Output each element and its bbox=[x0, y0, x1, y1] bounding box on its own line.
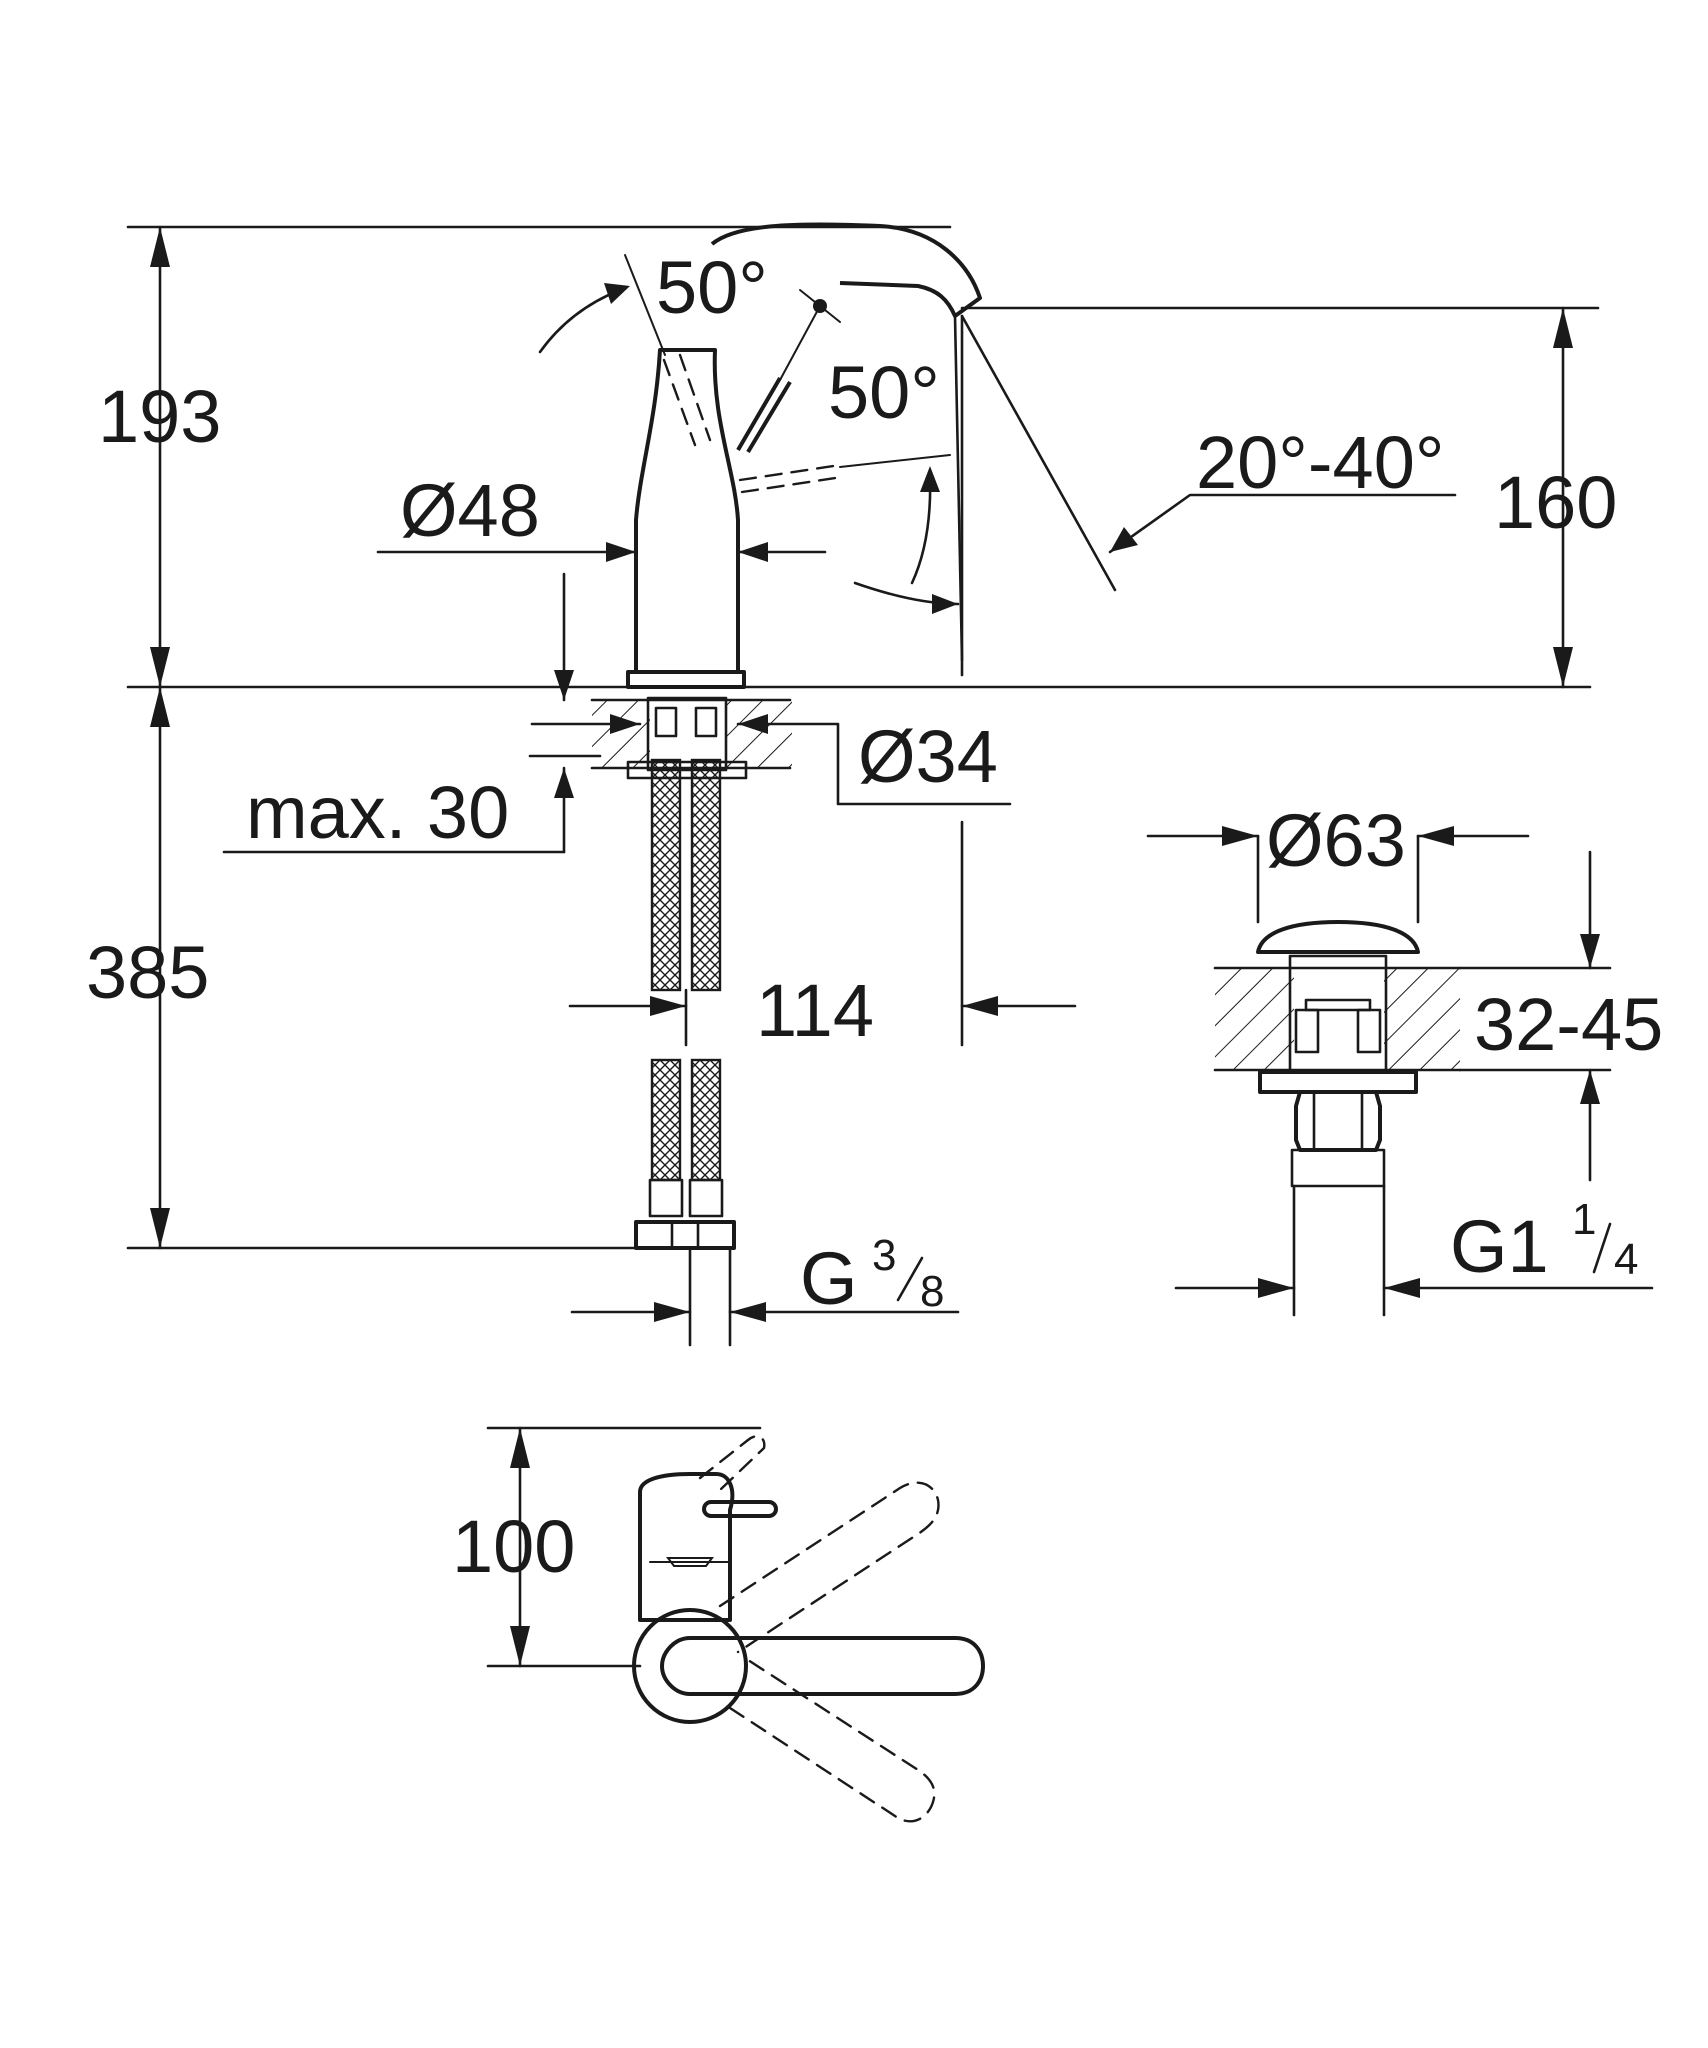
svg-text:4: 4 bbox=[1614, 1235, 1638, 1284]
plan-base-circle bbox=[632, 1608, 748, 1724]
dim-193: 193 bbox=[98, 375, 221, 458]
dim-lever-angle-side: 50° bbox=[828, 351, 940, 434]
dim-waste-thickness: 32-45 bbox=[1474, 983, 1663, 1066]
waste-assembly-view bbox=[1146, 826, 1654, 1317]
dim-100: 100 bbox=[452, 1505, 575, 1588]
svg-text:G: G bbox=[800, 1237, 858, 1320]
dim-114: 114 bbox=[756, 969, 874, 1052]
mounting-shank bbox=[646, 696, 728, 772]
waste-nut bbox=[1294, 1090, 1382, 1152]
svg-text:8: 8 bbox=[920, 1267, 944, 1316]
spout bbox=[710, 222, 982, 318]
hose-left bbox=[650, 758, 682, 992]
under-counter-view bbox=[126, 572, 1077, 1347]
dim-spout-angle: 20°-40° bbox=[1196, 421, 1444, 504]
plan-body bbox=[638, 1472, 735, 1622]
dim-hole-diameter: Ø34 bbox=[858, 715, 998, 798]
dim-max-30: max. 30 bbox=[246, 771, 509, 854]
svg-text:3: 3 bbox=[872, 1231, 896, 1280]
dim-160: 160 bbox=[1494, 461, 1617, 544]
hose-right bbox=[690, 758, 722, 992]
faucet-body bbox=[634, 348, 740, 674]
dim-hose-thread: G 3 8 bbox=[800, 1231, 944, 1320]
hose-nut bbox=[634, 1220, 736, 1250]
faucet-base bbox=[626, 670, 746, 689]
plan-lever bbox=[660, 1636, 985, 1696]
dim-385: 385 bbox=[86, 931, 209, 1014]
dim-lever-angle-top: 50° bbox=[656, 246, 768, 329]
faucet-plan-view bbox=[486, 1426, 985, 1823]
svg-text:G1: G1 bbox=[1450, 1205, 1549, 1288]
faucet-side-view bbox=[126, 222, 1600, 689]
svg-text:1: 1 bbox=[1572, 1195, 1596, 1244]
plan-lever-alt-up bbox=[718, 1481, 940, 1654]
dim-base-diameter: Ø48 bbox=[400, 469, 540, 552]
waste-cap bbox=[1256, 920, 1420, 954]
plan-lever-alt-down bbox=[728, 1658, 936, 1823]
lever-alt-position bbox=[662, 358, 697, 447]
lever bbox=[736, 376, 782, 452]
dim-waste-cap-diameter: Ø63 bbox=[1266, 799, 1406, 882]
dim-waste-thread: G1 1 4 bbox=[1450, 1195, 1638, 1288]
